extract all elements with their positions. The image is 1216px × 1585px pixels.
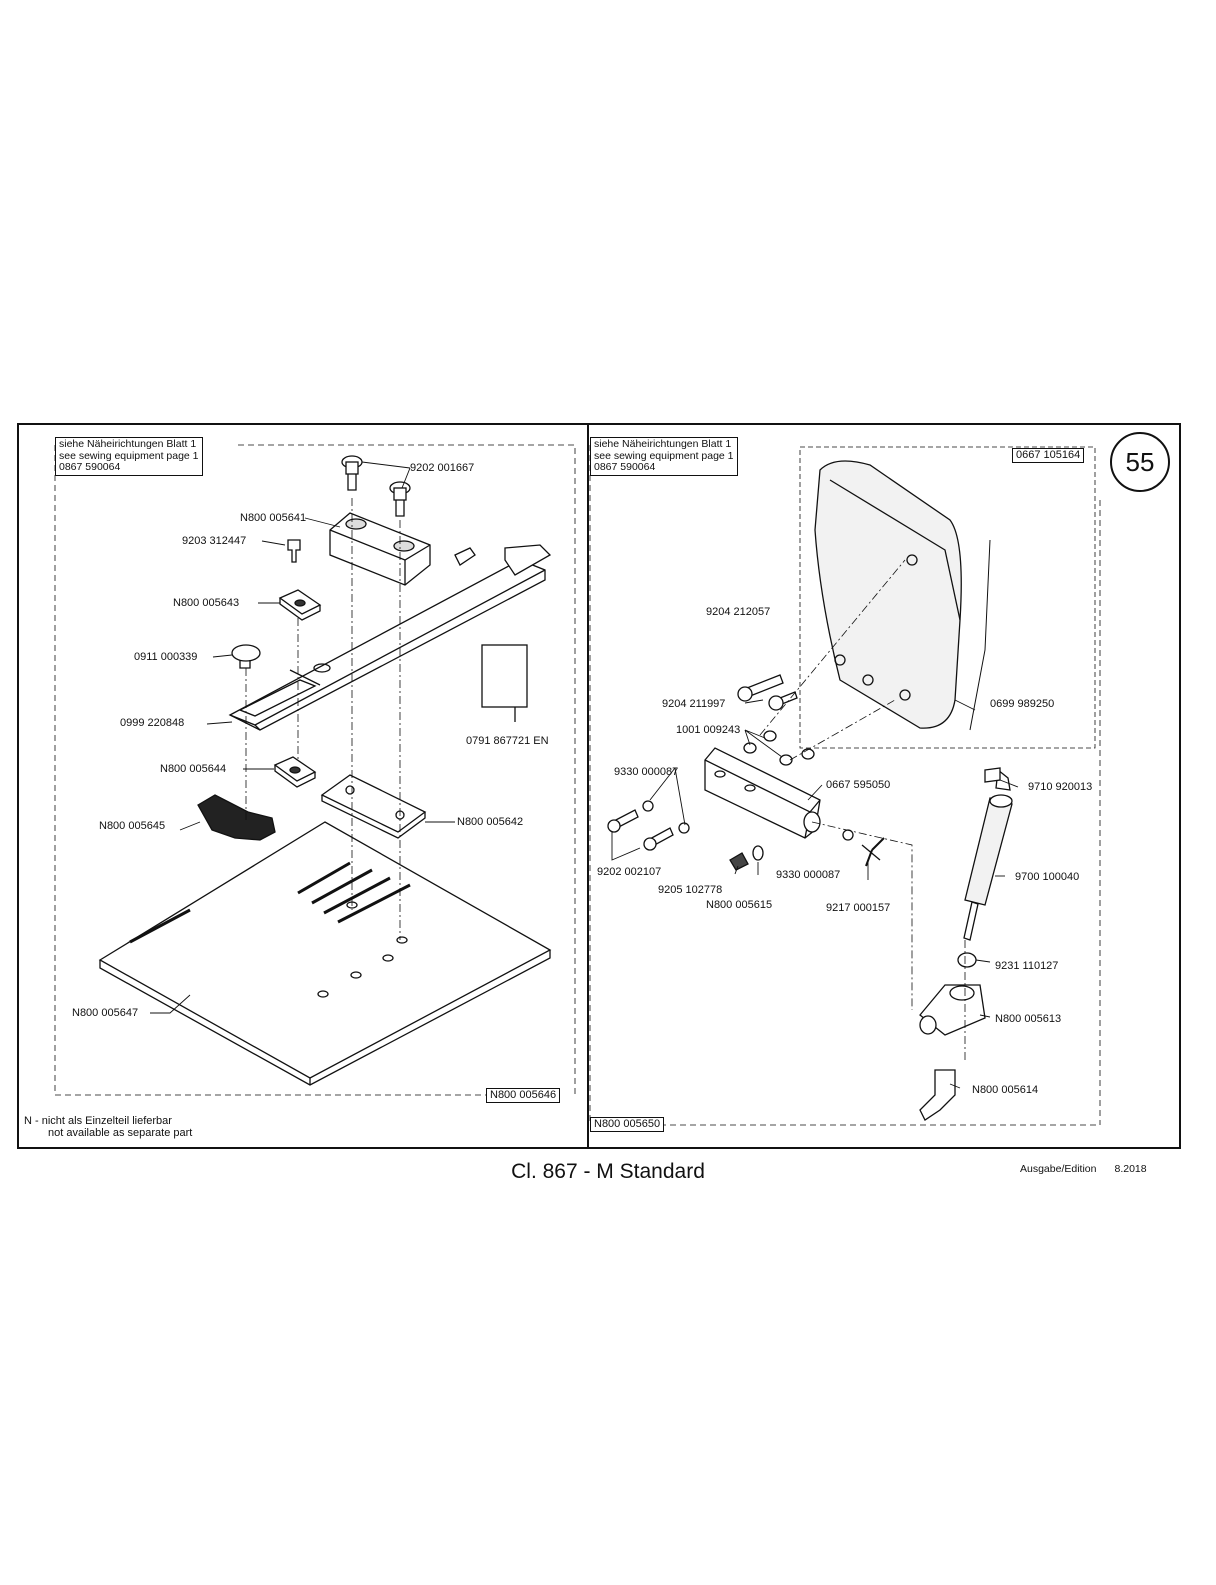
gas-spring bbox=[963, 767, 1013, 941]
part-label: 9204 212057 bbox=[706, 606, 771, 618]
clamp-block bbox=[329, 512, 431, 586]
part-label: 9202 002107 bbox=[597, 866, 662, 878]
part-label: 9203 312447 bbox=[182, 535, 247, 547]
part-label: N800 005643 bbox=[173, 597, 240, 609]
part-label: 0911 000339 bbox=[134, 651, 198, 663]
part-label: 0999 220848 bbox=[120, 717, 185, 729]
edition-date: 8.2018 bbox=[1114, 1163, 1147, 1175]
footnote: N - nicht als Einzelteil lieferbar not a… bbox=[24, 1115, 192, 1139]
part-label: N800 005642 bbox=[457, 816, 524, 828]
right-assembly-number: N800 005650 bbox=[590, 1117, 665, 1132]
diagram-frame bbox=[17, 423, 1181, 1149]
long-bar bbox=[228, 544, 552, 731]
part-label: 9202 001667 bbox=[410, 462, 475, 474]
screw-9202-001667 bbox=[341, 455, 411, 517]
right-ref-line1: siehe Nähеirichtungen Blatt 1 bbox=[594, 438, 732, 450]
part-label: 0791 867721 EN bbox=[466, 735, 549, 747]
part-label: 9205 102778 bbox=[658, 884, 723, 896]
left-ref-line1: siehe Nähеirichtungen Blatt 1 bbox=[59, 438, 197, 450]
part-label: 9330 000087 bbox=[614, 766, 679, 778]
edition-label: Ausgabe/Edition bbox=[1020, 1163, 1097, 1175]
left-ref-line3: 0867 590064 bbox=[59, 461, 121, 473]
left-reference-box: siehe Nähеirichtungen Blatt 1 see sewing… bbox=[55, 437, 203, 476]
part-label: N800 005615 bbox=[706, 899, 773, 911]
sub-assembly-number: 0667 105164 bbox=[1012, 448, 1085, 463]
footnote-line1: N - nicht als Einzelteil lieferbar bbox=[24, 1115, 172, 1127]
part-label: N800 005647 bbox=[72, 1007, 139, 1019]
part-label: 9231 110127 bbox=[995, 960, 1059, 972]
page-title: Cl. 867 - M Standard bbox=[511, 1160, 705, 1183]
shield bbox=[814, 460, 991, 731]
part-label: 9204 211997 bbox=[662, 698, 726, 710]
right-ref-line2: see sewing equipment page 1 bbox=[594, 449, 734, 462]
footnote-line2: not available as separate part bbox=[48, 1127, 193, 1139]
part-label: N800 005645 bbox=[99, 820, 166, 832]
part-label: 9217 000157 bbox=[826, 902, 891, 914]
part-label: N800 005641 bbox=[240, 512, 307, 524]
part-label: 9330 000087 bbox=[776, 869, 841, 881]
edition-info: Ausgabe/Edition 8.2018 bbox=[1020, 1163, 1147, 1175]
part-label: 0699 989250 bbox=[990, 698, 1055, 710]
panel-divider bbox=[587, 425, 589, 1147]
part-label: N800 005644 bbox=[160, 763, 227, 775]
left-ref-line2: see sewing equipment page 1 bbox=[59, 449, 199, 462]
part-label: N800 005614 bbox=[972, 1084, 1039, 1096]
page-number-badge: 55 bbox=[1110, 432, 1170, 492]
right-ref-line3: 0867 590064 bbox=[594, 461, 656, 473]
right-reference-box: siehe Nähеirichtungen Blatt 1 see sewing… bbox=[590, 437, 738, 476]
part-label: 9700 100040 bbox=[1015, 871, 1080, 883]
part-label: 1001 009243 bbox=[676, 724, 741, 736]
part-label: 9710 920013 bbox=[1028, 781, 1093, 793]
left-assembly-number: N800 005646 bbox=[486, 1088, 561, 1103]
part-label: N800 005613 bbox=[995, 1013, 1062, 1025]
base-plate bbox=[98, 821, 552, 1086]
part-label: 0667 595050 bbox=[826, 779, 891, 791]
